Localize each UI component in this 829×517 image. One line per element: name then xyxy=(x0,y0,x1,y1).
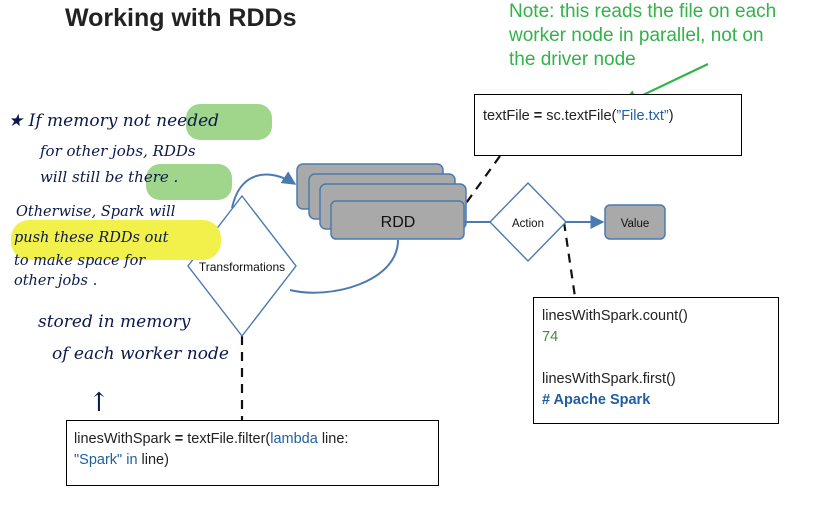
handnote-otherwise-2: push these RDDs out xyxy=(14,230,169,246)
first-call: linesWithSpark.first() xyxy=(542,371,676,387)
handnote-memory-1: ★ If memory not needed xyxy=(8,111,220,131)
action-label: Action xyxy=(512,218,544,230)
note-line-2: worker node in parallel, not on xyxy=(509,25,764,46)
code-string: ”File.txt” xyxy=(616,108,669,124)
highlight-still-there xyxy=(146,164,232,200)
code-tail: line) xyxy=(137,452,169,468)
code-keyword-lambda: lambda xyxy=(270,431,318,447)
count-call: linesWithSpark.count() xyxy=(542,308,688,324)
transformations-label: Transformations xyxy=(199,260,285,274)
code-keyword-in: in xyxy=(122,452,138,468)
rdd-curve-arrow-bottom xyxy=(289,239,399,294)
rdd-curve-arrow-top xyxy=(231,171,297,209)
code-close: ) xyxy=(668,108,674,124)
filter-line-2: "Spark" in line) xyxy=(74,450,438,471)
note-line-1: Note: this reads the file on each xyxy=(509,1,777,22)
highlight-push-rdds xyxy=(11,220,221,260)
code-var: linesWithSpark xyxy=(74,431,171,447)
code-string: "Spark" xyxy=(74,452,123,468)
count-result: 74 xyxy=(542,329,559,345)
code-call: textFile.filter( xyxy=(187,431,271,447)
handnote-stored-1: stored in memory xyxy=(38,312,191,332)
rdd-main-box xyxy=(330,200,465,240)
textfile-code-box: textFile = sc.textFile(”File.txt”) xyxy=(474,94,742,156)
handnote-otherwise-3: to make space for xyxy=(14,253,146,269)
filter-code-box: linesWithSpark = textFile.filter(lambda … xyxy=(66,420,439,486)
note-line-3: the driver node xyxy=(509,49,636,70)
handnote-memory-2: for other jobs, RDDs xyxy=(40,142,196,160)
action-results-box: linesWithSpark.count() 74 linesWithSpark… xyxy=(533,297,779,424)
code-eq: = xyxy=(170,431,188,447)
action-diamond xyxy=(489,181,567,263)
highlight-not-needed xyxy=(186,104,272,140)
code-var: textFile xyxy=(483,108,530,124)
note-text: Note: this reads the file on each worker… xyxy=(509,0,776,72)
handnote-arrow-up: ↑ xyxy=(88,388,110,418)
rdd-label: RDD xyxy=(381,214,416,231)
handnote-stored-2: of each worker node xyxy=(52,344,229,364)
value-box xyxy=(604,204,666,240)
code-eq: = xyxy=(529,108,547,124)
code-call: sc.textFile( xyxy=(546,108,617,124)
spacer xyxy=(542,348,778,369)
value-label: Value xyxy=(621,218,650,230)
slide-title: Working with RDDs xyxy=(65,4,297,32)
filter-line-1: linesWithSpark = textFile.filter(lambda … xyxy=(74,429,438,450)
dashed-connector-action xyxy=(562,221,577,298)
first-result: # Apache Spark xyxy=(542,392,651,408)
dashed-connector-textfile xyxy=(463,155,501,207)
handnote-otherwise-1: Otherwise, Spark will xyxy=(16,204,176,220)
handnote-memory-3: will still be there . xyxy=(40,168,179,186)
handnote-otherwise-4: other jobs . xyxy=(14,273,98,289)
code-param: line: xyxy=(317,431,349,447)
